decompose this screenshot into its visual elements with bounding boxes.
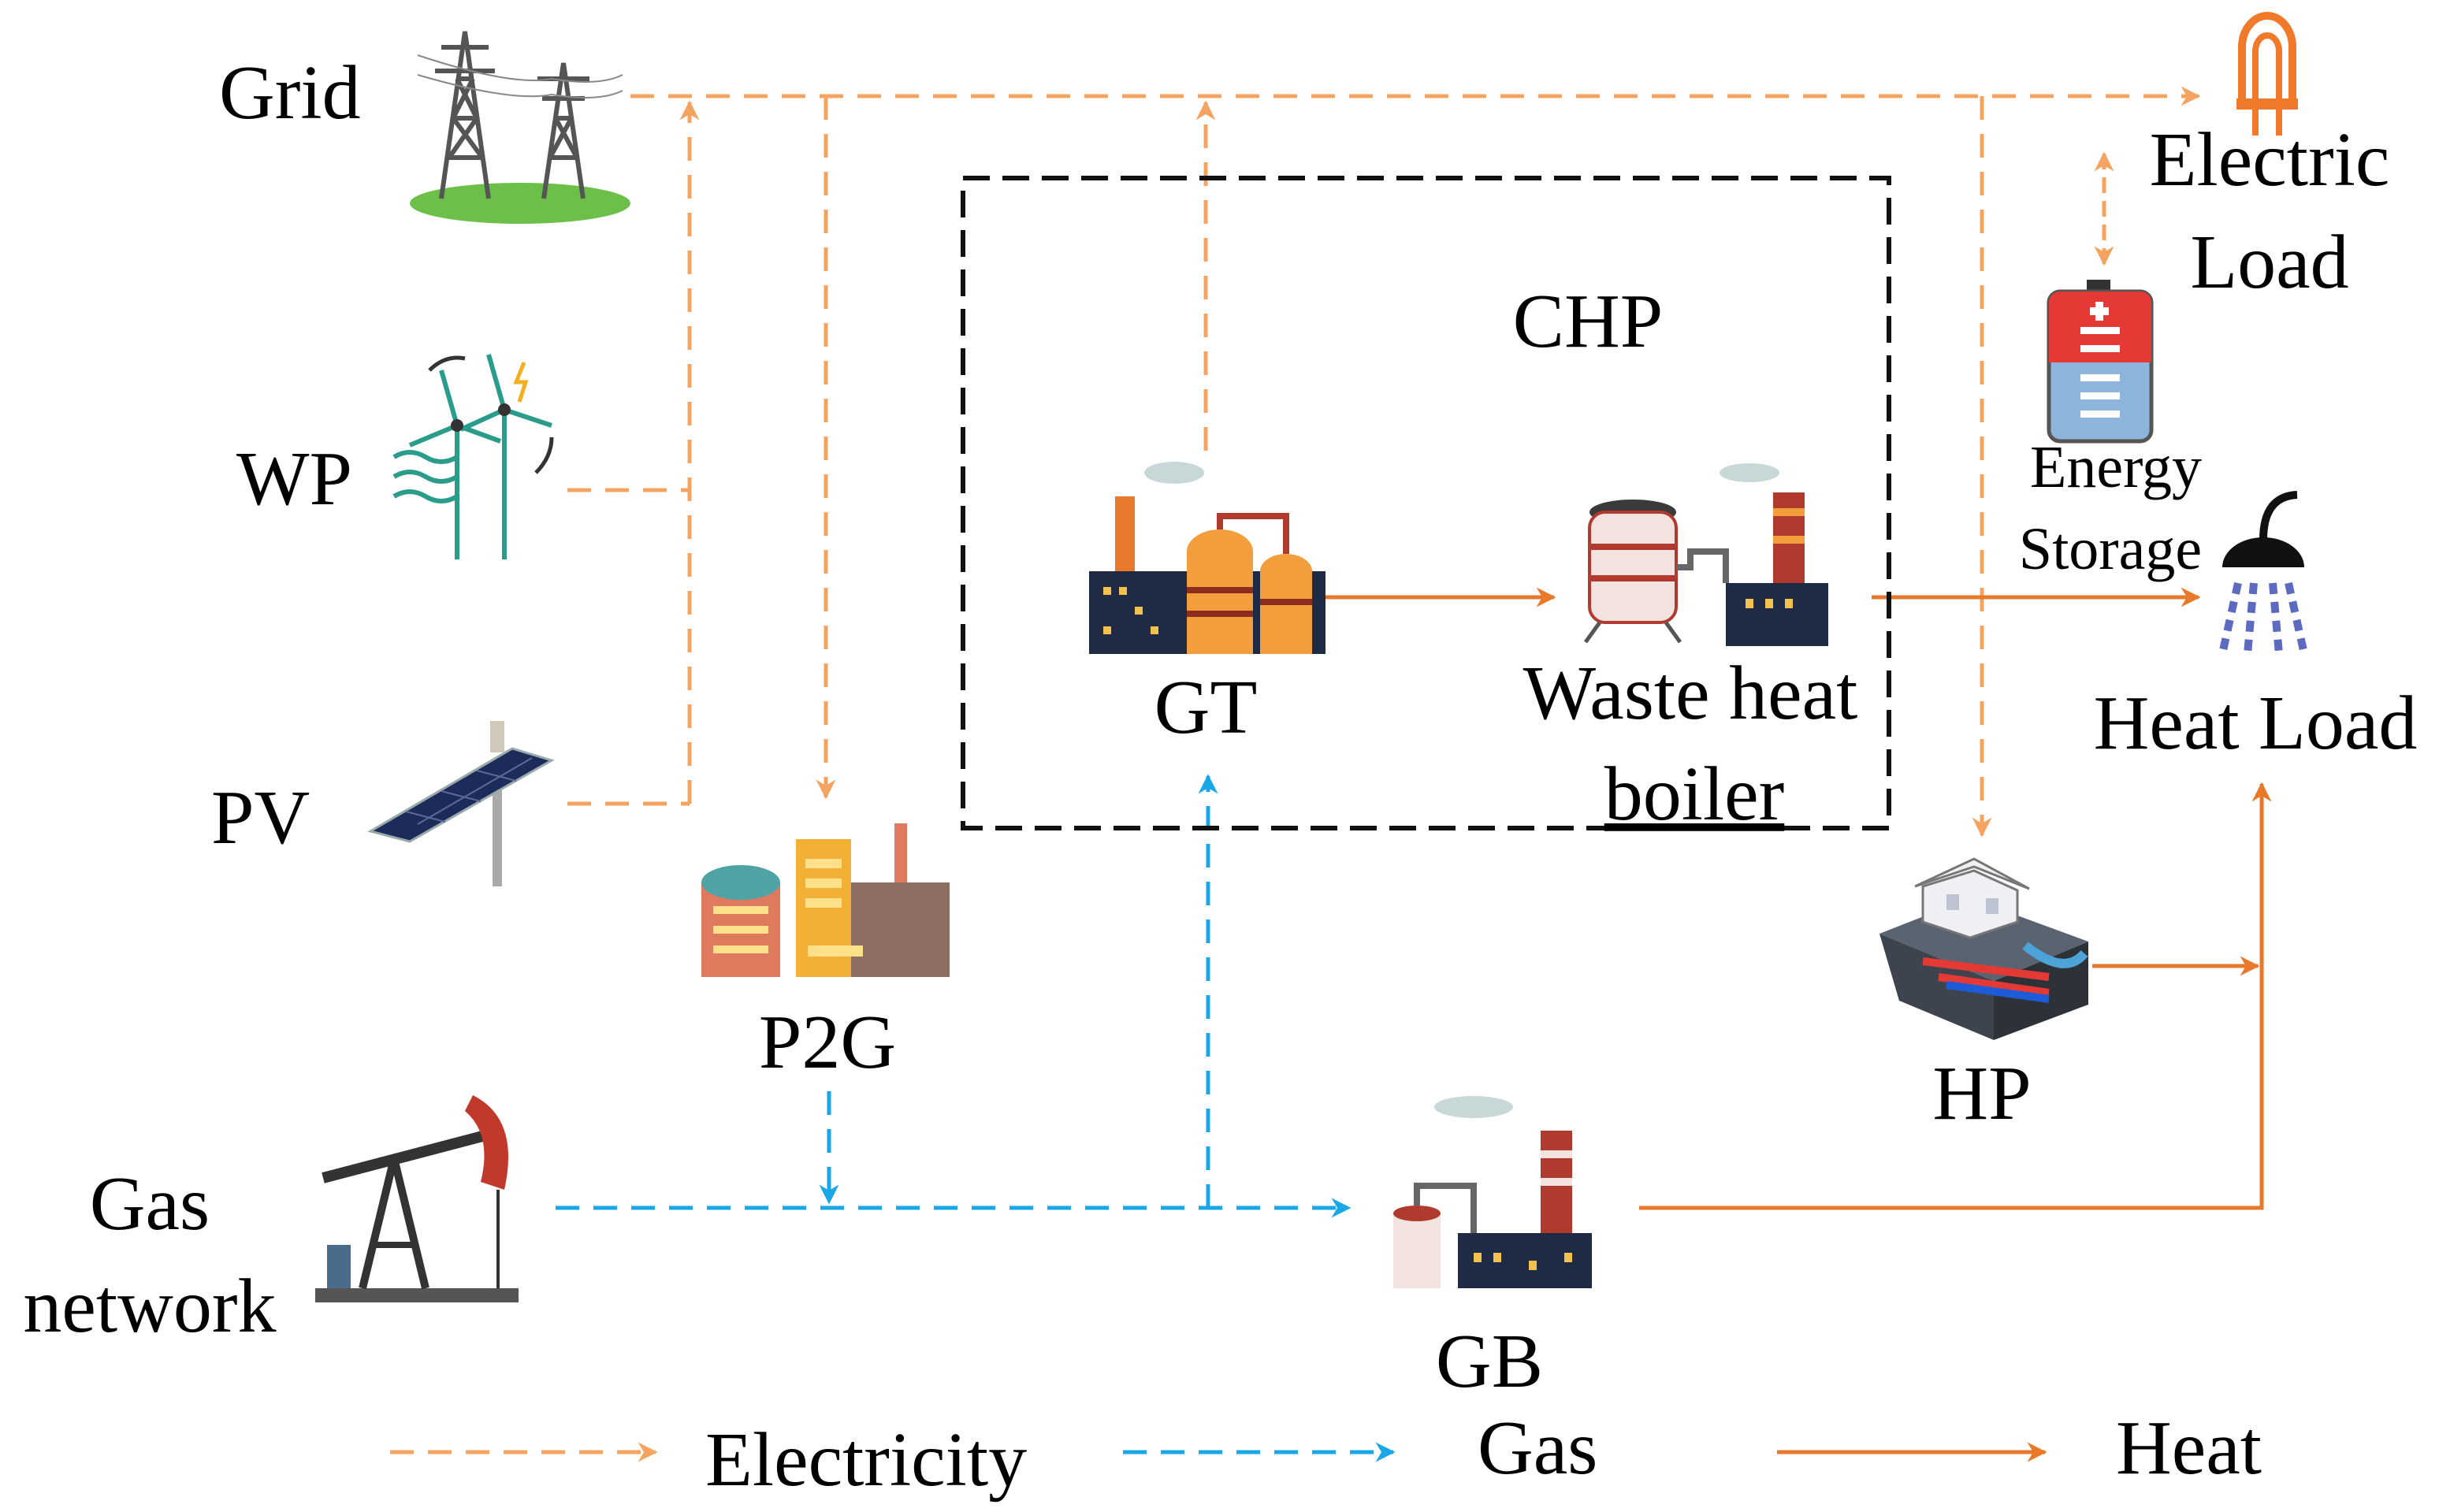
pv-label: PV (211, 775, 310, 860)
solar-panel-icon (367, 721, 555, 886)
component-labels: Grid WP PV Gas network CHP GT Waste heat… (23, 50, 2417, 1404)
waste-heat-label-line1: Waste heat (1523, 651, 1858, 736)
battery-icon (2047, 280, 2154, 444)
gb-label: GB (1436, 1319, 1543, 1404)
electricity-lines (567, 86, 2201, 838)
gb-to-heatload-line (1639, 782, 2272, 1210)
energy-storage-label-line1: Energy (2030, 434, 2202, 500)
light-bulb-icon (2236, 12, 2298, 136)
legend-heat-label: Heat (2116, 1406, 2262, 1491)
energy-storage-label-line2: Storage (2019, 516, 2202, 582)
gas-network-label-line2: network (23, 1264, 276, 1349)
chp-label: CHP (1513, 279, 1664, 364)
wp-label: WP (236, 437, 352, 522)
gb-plant-icon (1393, 1096, 1592, 1288)
factory-icon (701, 823, 950, 977)
storage-labels: Energy Storage (2019, 434, 2202, 582)
grid-label: Grid (219, 50, 361, 136)
legend-electricity-label: Electricity (705, 1417, 1027, 1503)
power-tower-icon (410, 31, 630, 224)
electric-load-label-line2: Load (2190, 220, 2348, 305)
gas-network-label-line1: Gas (90, 1161, 210, 1246)
heat-lines (1325, 587, 2272, 1210)
hp-label: HP (1932, 1051, 2031, 1136)
p2g-label: P2G (759, 1000, 896, 1085)
wind-turbine-icon (392, 354, 554, 559)
electric-load-label-line1: Electric (2150, 117, 2390, 202)
legend-gas-label: Gas (1478, 1406, 1597, 1491)
heat-load-label: Heat Load (2094, 681, 2418, 766)
gt-label: GT (1154, 665, 1258, 750)
gas-lines (556, 774, 1351, 1218)
legend: Electricity Gas Heat (390, 1406, 2262, 1503)
gt-plant-icon (1089, 462, 1325, 654)
shower-head-icon (2218, 491, 2308, 656)
oil-pump-icon (315, 1095, 519, 1302)
waste-heat-label-line2: boiler (1604, 752, 1785, 837)
house-heat-pump-icon (1879, 857, 2088, 1040)
boiler-plant-icon (1583, 463, 1828, 646)
